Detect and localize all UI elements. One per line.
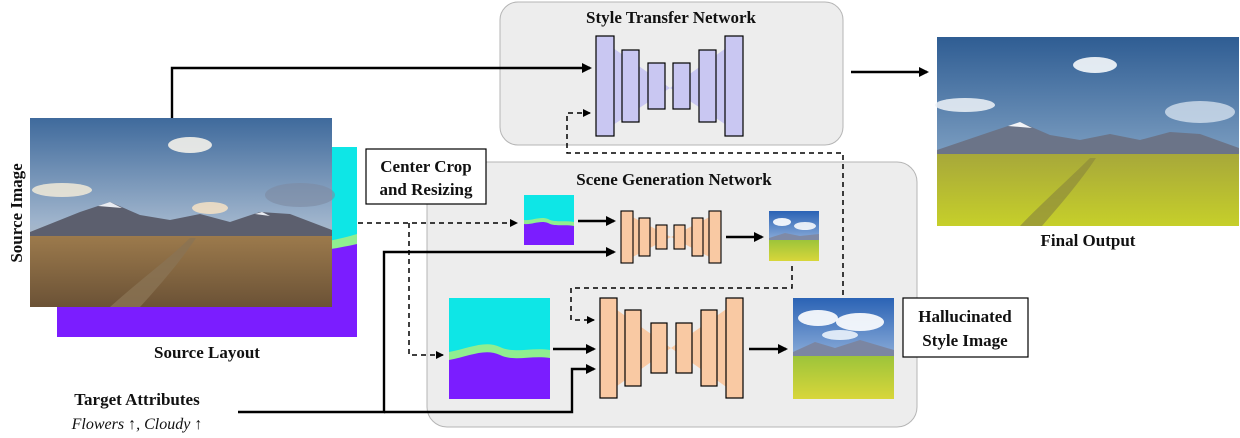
style-network-title: Style Transfer Network bbox=[586, 8, 757, 27]
center-crop-box bbox=[365, 148, 487, 205]
dashed-connectors bbox=[358, 109, 844, 359]
final-output-image bbox=[935, 37, 1239, 226]
small-layout bbox=[524, 195, 574, 245]
center-crop-line2: and Resizing bbox=[379, 180, 473, 199]
solid-connectors bbox=[170, 63, 929, 414]
hallucinated-style-image bbox=[793, 298, 894, 399]
hallucinated-box bbox=[902, 297, 1029, 358]
hallucinated-line1: Hallucinated bbox=[918, 307, 1012, 326]
hallucinated-line2: Style Image bbox=[922, 331, 1008, 350]
scene-network-title: Scene Generation Network bbox=[576, 170, 772, 189]
large-layout bbox=[449, 298, 550, 399]
small-generated-image bbox=[769, 211, 819, 261]
scene-network-large bbox=[599, 297, 744, 399]
center-crop-line1: Center Crop bbox=[380, 157, 471, 176]
style-transfer-network bbox=[595, 35, 744, 137]
target-attributes-label: Target Attributes bbox=[74, 390, 200, 409]
scene-network-small bbox=[620, 210, 722, 264]
source-layout-label: Source Layout bbox=[154, 343, 260, 362]
final-output-label: Final Output bbox=[1041, 231, 1136, 250]
source-image-label: Source Image bbox=[7, 163, 26, 263]
target-attributes-value: Flowers ↑, Cloudy ↑ bbox=[71, 416, 203, 433]
source-image bbox=[30, 118, 335, 307]
